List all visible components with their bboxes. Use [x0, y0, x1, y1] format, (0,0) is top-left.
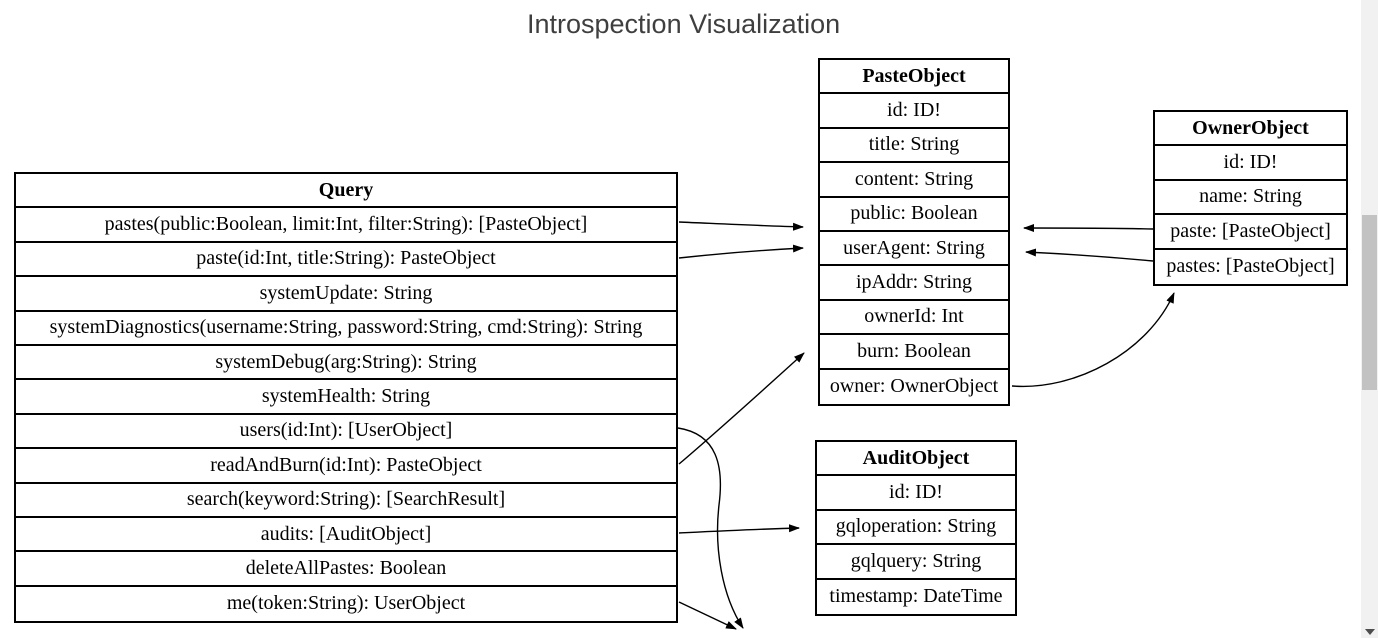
entity-field-row: me(token:String): UserObject	[226, 592, 466, 615]
entity-field-row: userAgent: String	[820, 232, 1008, 267]
relation-arrow-query-users-to-userobject	[677, 427, 744, 629]
entity-field-row: systemHealth: String	[16, 380, 676, 415]
entity-field-row: systemDiagnostics(username:String, passw…	[16, 312, 676, 346]
entity-field-row: timestamp: DateTime	[829, 585, 1003, 608]
entity-field-row: deleteAllPastes: Boolean	[16, 552, 676, 587]
entity-field-row: users(id:Int): [UserObject]	[16, 415, 676, 450]
entity-field-row: readAndBurn(id:Int): PasteObject	[16, 449, 676, 484]
relation-arrow-query-paste-to-pasteobject	[678, 244, 804, 259]
entity-field-row: systemDebug(arg:String): String	[16, 346, 676, 381]
relation-arrow-query-readandburn-to-pasteobject	[678, 352, 805, 465]
entity-header-owner-object: OwnerObject	[1155, 112, 1346, 147]
entity-field-row: burn: Boolean	[820, 335, 1008, 370]
entity-header-query: Query	[16, 174, 676, 209]
relation-arrow-query-pastes-to-pasteobject	[678, 221, 804, 231]
entity-field-row: id: ID!	[820, 94, 1008, 129]
relation-arrow-query-me-to-userobject	[678, 601, 737, 630]
entity-field-row: paste: [PasteObject]	[1155, 215, 1346, 250]
relation-arrow-query-audits-to-auditobject	[678, 524, 800, 534]
entity-field-row: paste(id:Int, title:String): PasteObject	[16, 243, 676, 278]
entity-header-audit-object: AuditObject	[817, 442, 1015, 477]
entity-field-row: ipAddr: String	[820, 266, 1008, 301]
vertical-scrollbar[interactable]	[1361, 0, 1378, 638]
scrollbar-down-arrow-icon[interactable]	[1365, 629, 1375, 635]
entity-header-paste-object: PasteObject	[820, 60, 1008, 95]
entity-field-row: pastes(public:Boolean, limit:Int, filter…	[16, 208, 676, 243]
entity-field-row: audits: [AuditObject]	[16, 518, 676, 553]
page-title: Introspection Visualization	[527, 9, 841, 39]
entity-field-row: name: String	[1155, 181, 1346, 216]
relation-arrow-ownerobject-pastes-to-pasteobject	[1025, 248, 1154, 262]
entity-field-row: gqlquery: String	[817, 545, 1015, 580]
entity-field-row: pastes: [PasteObject]	[1166, 255, 1335, 278]
entity-field-row: public: Boolean	[820, 198, 1008, 232]
entity-field-row: content: String	[820, 163, 1008, 198]
relation-arrow-ownerobject-paste-to-pasteobject	[1023, 224, 1154, 233]
entity-field-row: ownerId: Int	[820, 301, 1008, 336]
entity-field-row: search(keyword:String): [SearchResult]	[16, 484, 676, 518]
entity-field-row: id: ID!	[1155, 146, 1346, 181]
entity-field-row: systemUpdate: String	[16, 277, 676, 312]
entity-field-row: owner: OwnerObject	[829, 375, 999, 398]
entity-field-row: title: String	[820, 129, 1008, 164]
entity-field-row: id: ID!	[817, 476, 1015, 511]
relation-arrow-pasteobject-owner-to-ownerobject	[1011, 292, 1175, 388]
entity-field-row: gqloperation: String	[817, 511, 1015, 546]
scrollbar-thumb[interactable]	[1362, 215, 1377, 390]
